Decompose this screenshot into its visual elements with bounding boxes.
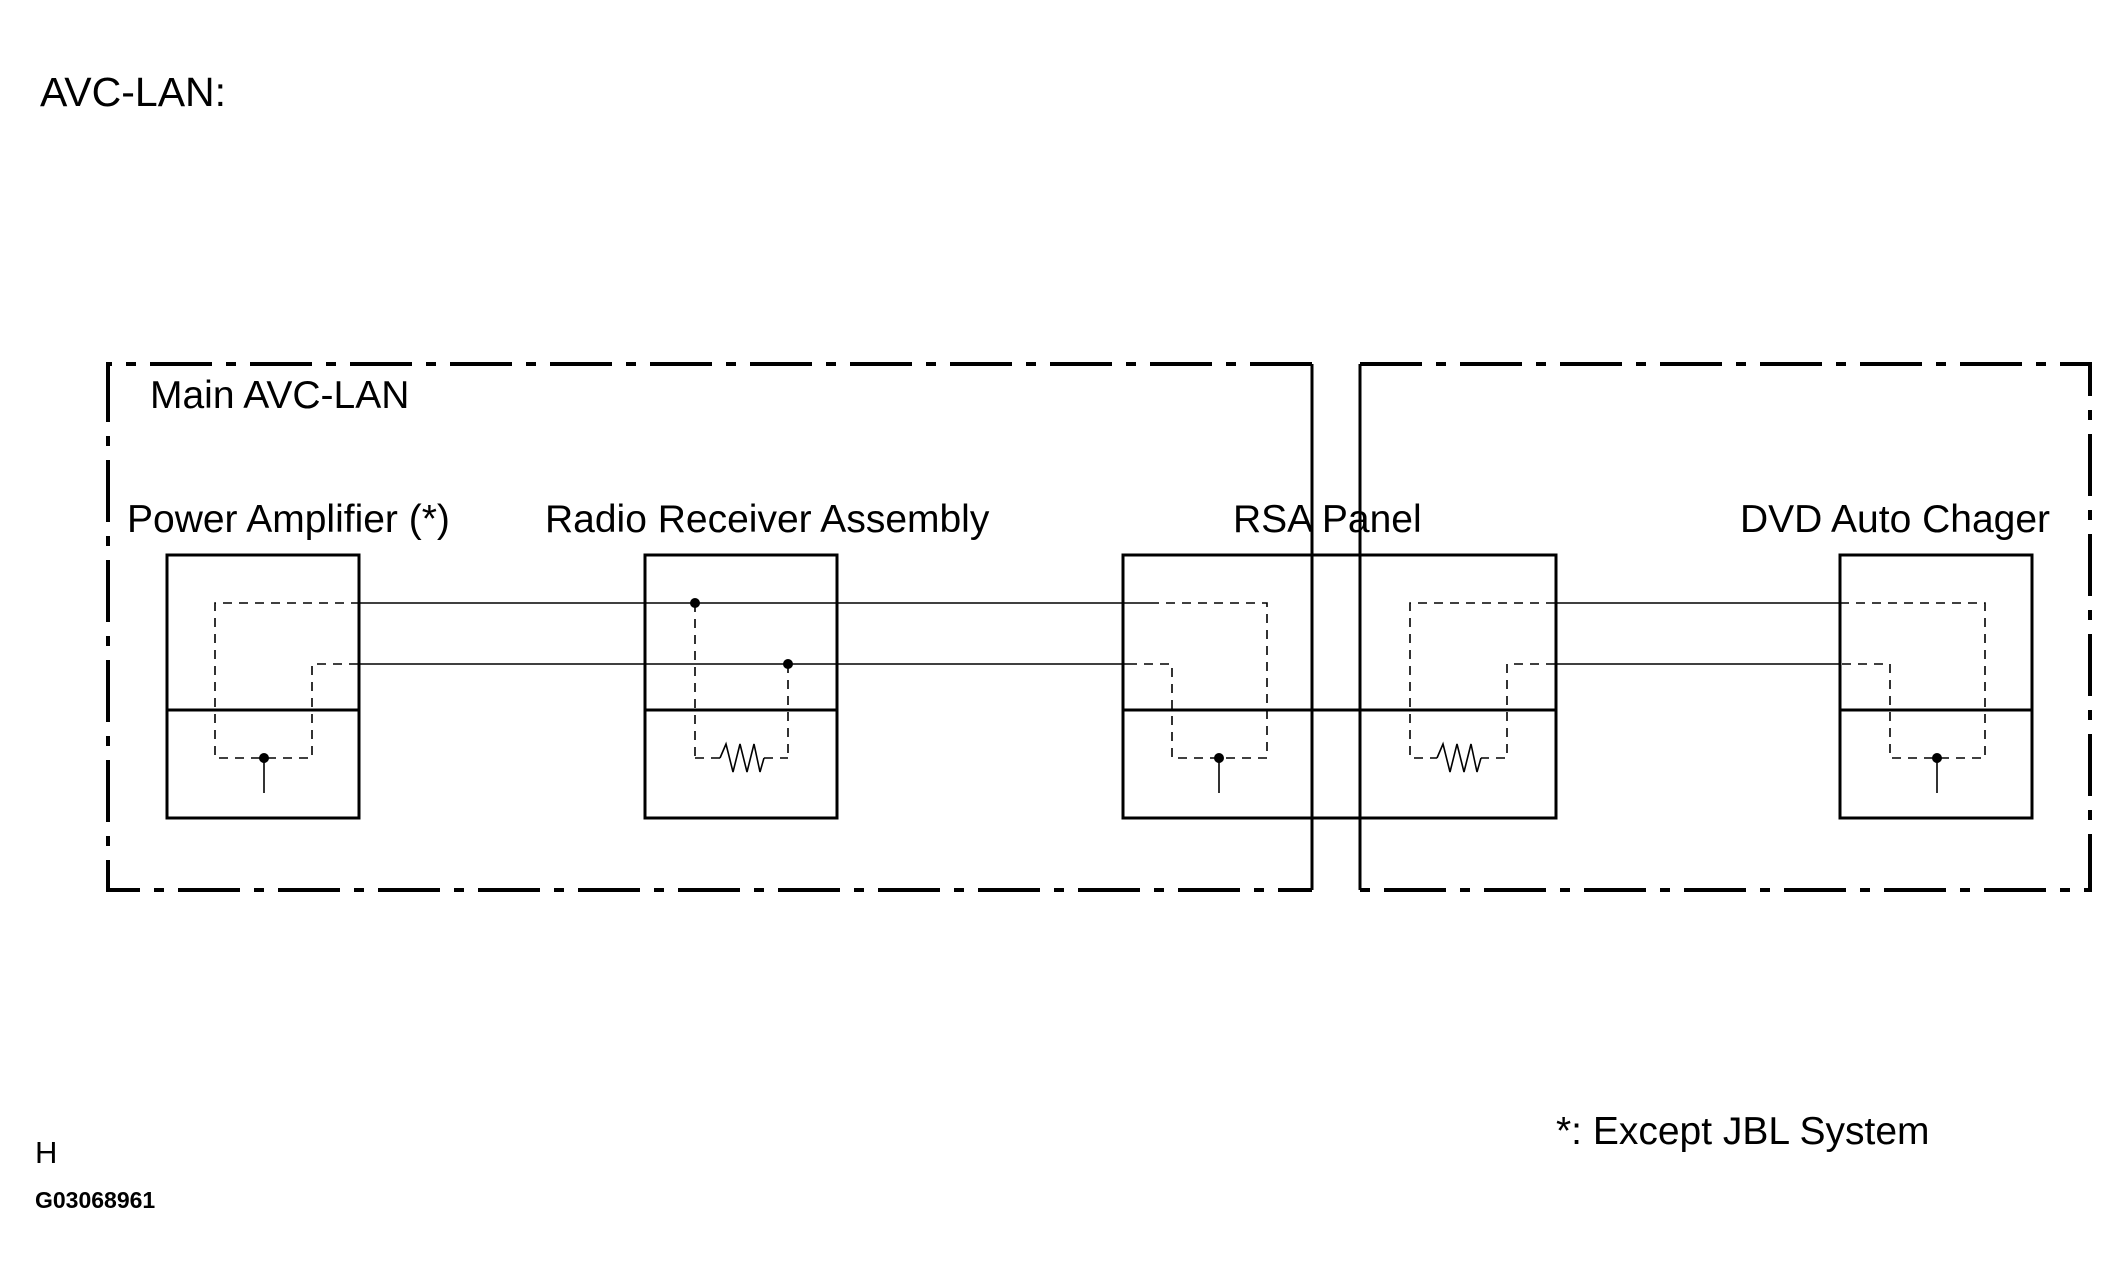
power-amplifier-box: [165, 553, 361, 820]
figure-id: G03068961: [35, 1187, 155, 1213]
diagram-title: AVC-LAN:: [40, 69, 226, 115]
sub-avc-lan-region: [1358, 362, 2092, 892]
dvd-changer-box: [1838, 553, 2034, 820]
main-avc-lan-region: [106, 362, 1314, 892]
bus-lines: [360, 602, 1840, 820]
footer-code: H: [35, 1135, 57, 1170]
radio-receiver-label: Radio Receiver Assembly: [545, 498, 990, 541]
rsa-panel-box: [1121, 553, 1558, 820]
region-label-main: Main AVC-LAN: [150, 374, 409, 417]
footnote: *: Except JBL System: [1556, 1110, 1930, 1153]
dvd-changer-label: DVD Auto Chager: [1740, 498, 2050, 541]
radio-receiver-box: [643, 553, 839, 820]
power-amplifier-label: Power Amplifier (*): [127, 498, 450, 541]
rsa-panel-label: RSA Panel: [1233, 498, 1422, 541]
